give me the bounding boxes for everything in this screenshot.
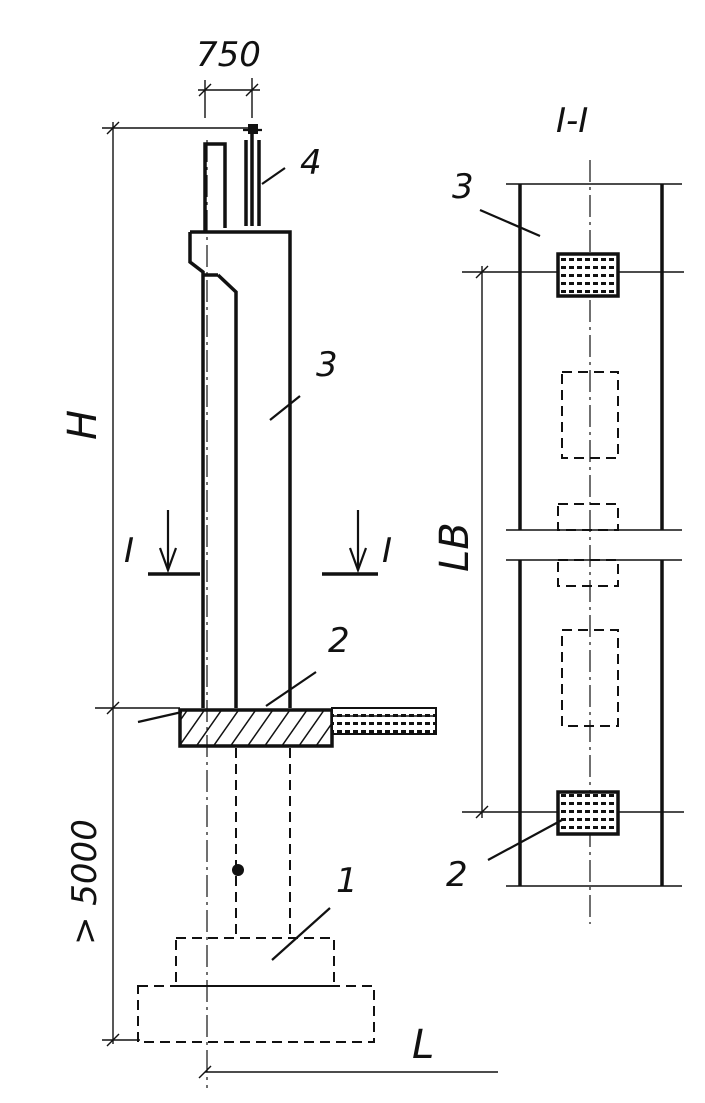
column-top-stub bbox=[203, 142, 227, 232]
column-3-outline bbox=[188, 230, 292, 708]
footing-1 bbox=[137, 907, 375, 1043]
section-column-dashed-4 bbox=[561, 629, 619, 727]
dimension-750-label: 750 bbox=[196, 35, 261, 75]
item-3-label: 3 bbox=[316, 345, 338, 385]
adjacent-floor bbox=[331, 707, 437, 735]
height-label: H bbox=[60, 410, 106, 440]
dimension-lower: > 5000 bbox=[65, 712, 140, 1047]
section-title: I-I bbox=[556, 101, 588, 141]
section-mark-left-label: I bbox=[124, 531, 134, 571]
section-column-bottom bbox=[556, 790, 620, 836]
dimension-750: 750 bbox=[196, 35, 261, 118]
section-marker-right bbox=[322, 510, 378, 576]
item-2-label: 2 bbox=[328, 621, 350, 661]
section-view: I-I LB 3 2 bbox=[432, 101, 684, 924]
item-4-label: 4 bbox=[300, 143, 322, 183]
section-marker-left bbox=[148, 510, 200, 576]
section-column-dashed-2 bbox=[557, 503, 619, 531]
dimension-l: L bbox=[198, 1022, 498, 1079]
item-1-label: 1 bbox=[336, 861, 358, 901]
section-item-2-label: 2 bbox=[446, 855, 468, 895]
length-label: L bbox=[412, 1022, 434, 1068]
dimension-h: H bbox=[60, 121, 255, 715]
section-mark-right-label: I bbox=[382, 531, 392, 571]
lower-depth-label: > 5000 bbox=[65, 819, 105, 945]
post-4 bbox=[243, 124, 286, 226]
bay-length-label: LB bbox=[432, 522, 478, 572]
section-item-3-label: 3 bbox=[452, 167, 474, 207]
section-column-top bbox=[556, 252, 620, 298]
section-column-dashed-1 bbox=[561, 371, 619, 459]
lower-column-dashed bbox=[232, 748, 291, 938]
section-column-dashed-3 bbox=[557, 559, 619, 587]
dimension-lb: LB bbox=[432, 265, 489, 819]
elevation-view: 750 H > 5000 L bbox=[60, 35, 498, 1088]
column-3-leader bbox=[269, 395, 301, 421]
